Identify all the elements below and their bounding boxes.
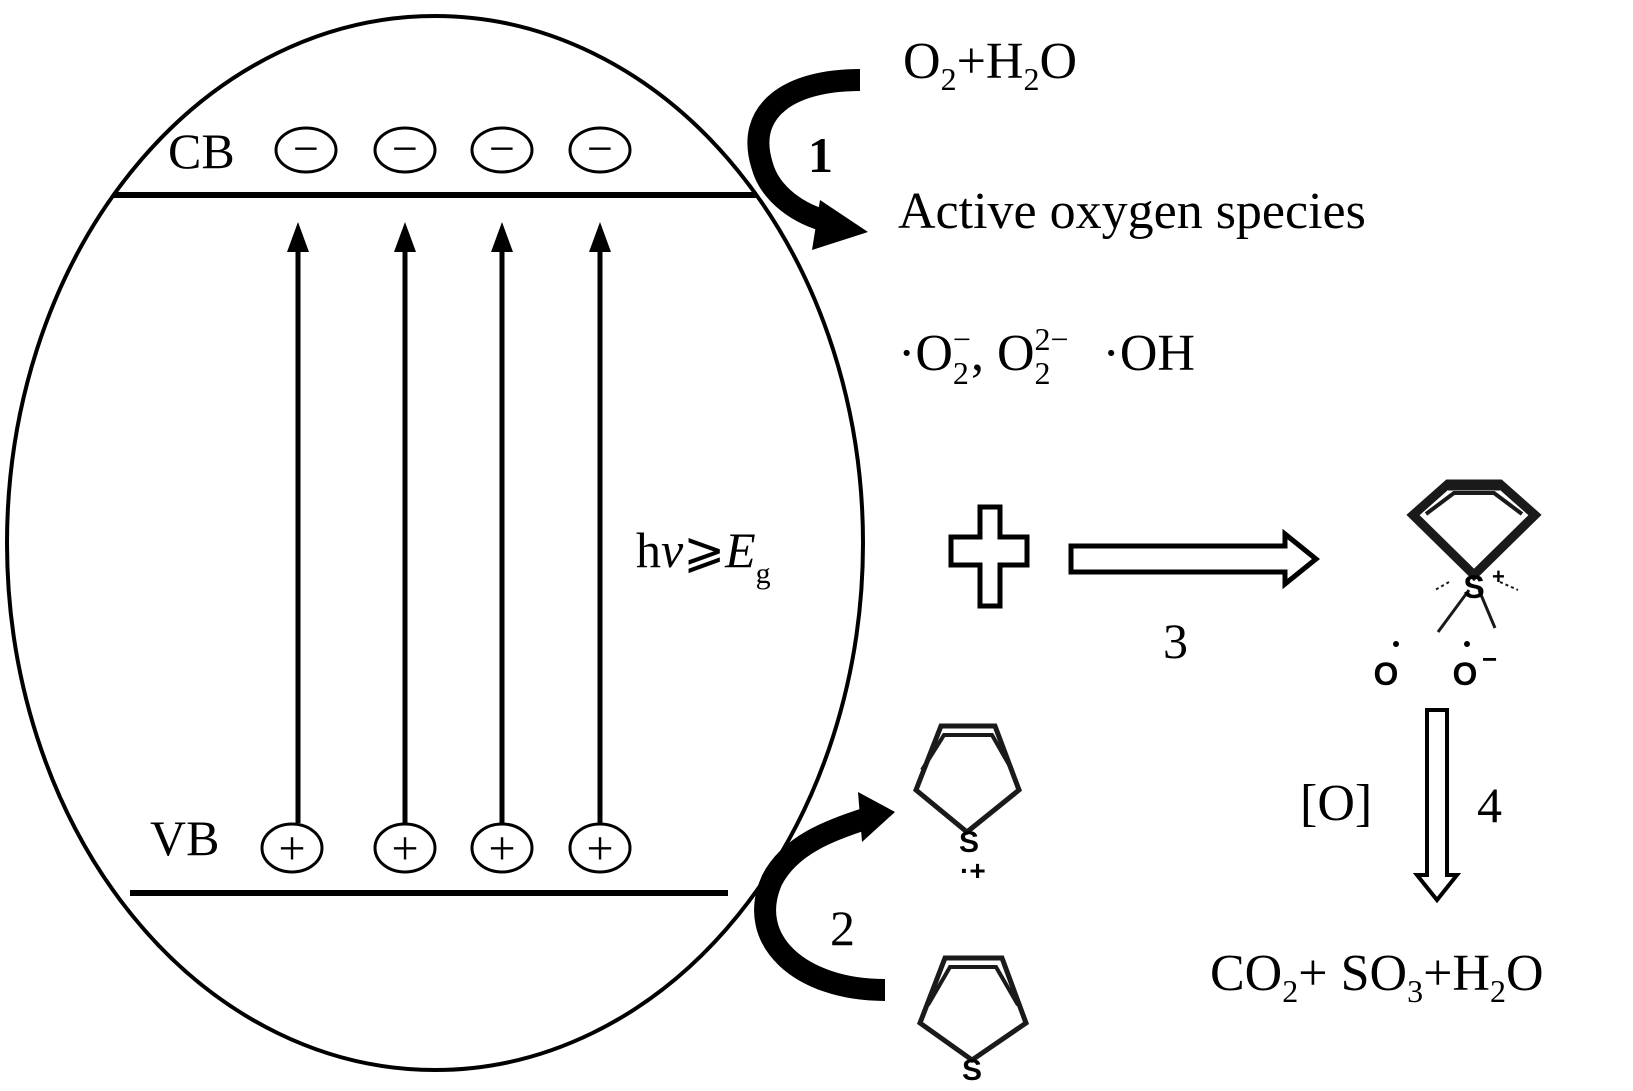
radical-cation-charge: ·+: [960, 855, 986, 886]
hole-symbol: +: [488, 822, 515, 875]
electron: −: [274, 123, 338, 174]
plus-sign-icon: [948, 504, 1030, 609]
hole: +: [373, 822, 437, 875]
electron: −: [373, 123, 437, 174]
step-1-label: 1: [808, 127, 833, 183]
sulfone-O-atom-2: O: [1453, 656, 1478, 692]
excitation-arrow: [589, 222, 611, 823]
excitation-arrow: [491, 222, 513, 823]
hole: +: [568, 822, 632, 875]
reactants-o2-h2o: O2+H2O: [903, 33, 1077, 97]
excitation-energy-label: hv⩾Eg: [636, 522, 771, 590]
electron-symbol: −: [587, 123, 613, 174]
sulfone-O-atom-1: O: [1374, 656, 1399, 692]
electron: −: [568, 123, 632, 174]
radical-dot: [1393, 641, 1399, 647]
sulfone-intermediate-structure: [1406, 479, 1542, 633]
electron-symbol: −: [489, 123, 515, 174]
step-2-label: 2: [830, 900, 855, 956]
final-products: CO2+ SO3+H2O: [1210, 945, 1544, 1009]
electron: −: [470, 123, 534, 174]
excitation-arrow: [287, 222, 309, 823]
radical-species-label: ·O2−, O22−·OH: [898, 321, 1195, 391]
curved-arrow-2: [754, 792, 895, 1001]
thiophene-structure: [916, 955, 1030, 1064]
hole: +: [470, 822, 534, 875]
thiophene-S-atom: S: [962, 1054, 982, 1087]
reaction-arrow-4: [1412, 708, 1462, 904]
hole-symbol: +: [391, 822, 418, 875]
excitation-arrow: [394, 222, 416, 823]
semiconductor-particle: [5, 14, 865, 1072]
hole-symbol: +: [278, 822, 305, 875]
radical-dot: [1464, 641, 1470, 647]
step-4-label: 4: [1477, 777, 1502, 833]
oxidant-label: [O]: [1300, 775, 1372, 832]
sulfone-S-atom: S: [1463, 569, 1484, 605]
cb-label: CB: [168, 123, 235, 179]
sulfone-plus-charge: +: [1492, 564, 1505, 589]
hole-symbol: +: [586, 822, 613, 875]
thiophene-radical-cation-structure: [913, 723, 1022, 836]
electron-symbol: −: [293, 123, 319, 174]
sulfone-minus-charge: −: [1482, 644, 1497, 674]
hole: +: [260, 822, 324, 875]
radical-cation-S-atom: S: [959, 826, 979, 859]
vb-label: VB: [150, 810, 219, 866]
electron-symbol: −: [392, 123, 418, 174]
step-3-label: 3: [1163, 613, 1188, 669]
reaction-arrow-3: [1068, 528, 1320, 590]
active-oxygen-species-label: Active oxygen species: [898, 183, 1366, 240]
curved-arrow-1: [747, 69, 868, 250]
